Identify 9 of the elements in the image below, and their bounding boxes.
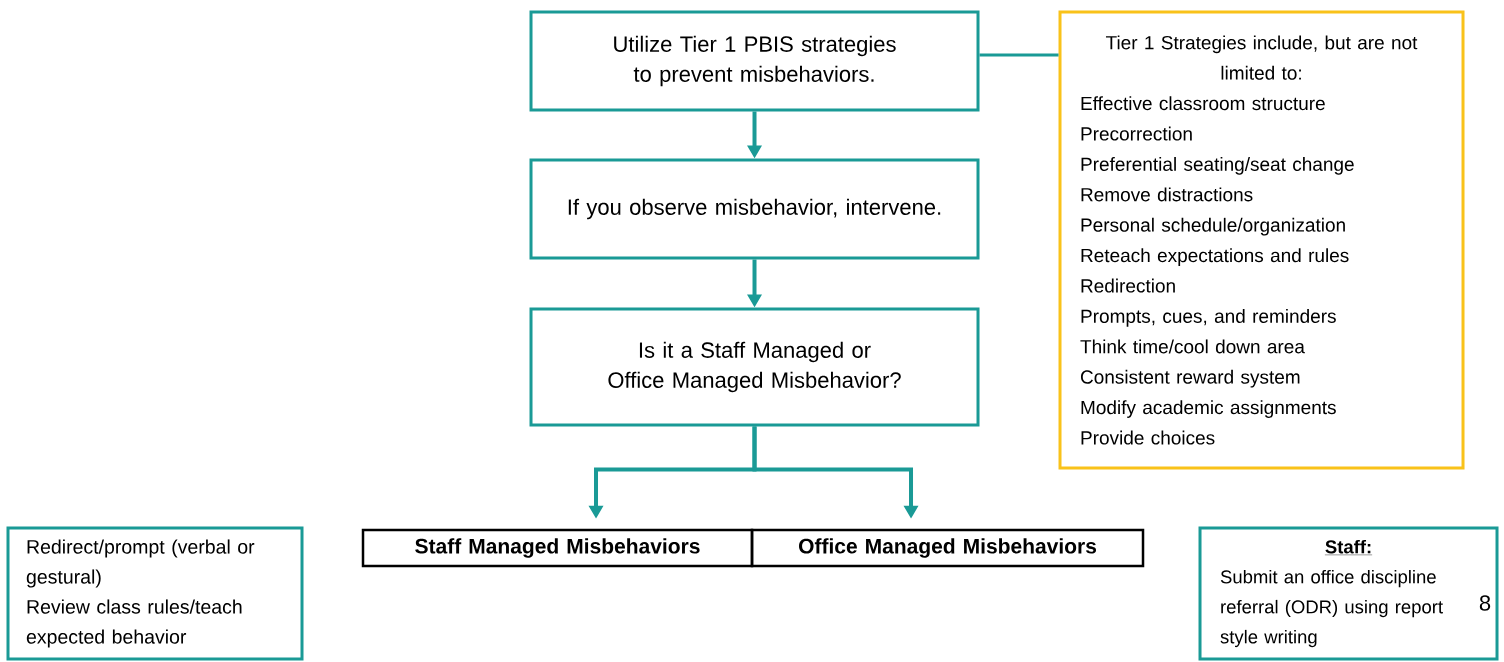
table-cell: Staff Managed Misbehaviors [361, 528, 754, 568]
question-box: Is it a Staff Managed or Office Managed Misbehavior? [529, 307, 980, 427]
table-cell: Office Managed Misbehaviors [750, 528, 1145, 568]
strategy-box: Tier 1 Strategies include, but are not limited to: Effective classroom structure Precorrection Preferential seating/seat change Remove distractions Personal schedule/organization Reteach expectations and rules Redirection Prompts, cues, and reminders Think time/cool down area Consistent reward system Modify academic assignments Provide choices [1058, 10, 1465, 470]
connector-line [979, 53, 1059, 57]
note-box: Redirect/prompt (verbal or gestural) Review class rules/teach expected behavior [6, 526, 304, 661]
process-box: Utilize Tier 1 PBIS strategies to prevent misbehaviors. [529, 10, 980, 112]
page-number: 8 [1479, 595, 1491, 611]
process-box: If you observe misbehavior, intervene. [529, 158, 980, 260]
